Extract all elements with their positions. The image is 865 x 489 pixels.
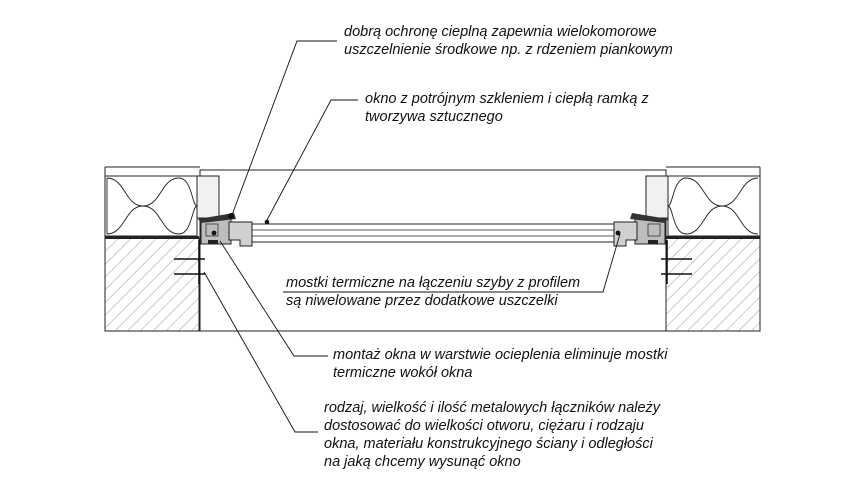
gasket-note-line-2: uszczelnienie środkowe np. z rdzeniem pi… — [344, 42, 673, 58]
leader-gasket — [231, 40, 337, 216]
left-glass-seal-dot — [211, 230, 217, 236]
left-gasket — [198, 213, 236, 223]
fasteners-note: rodzaj, wielkość i ilość metalowych łącz… — [324, 400, 664, 470]
fasteners-note-line-2: dostosować do wielkości otworu, ciężaru … — [324, 418, 644, 434]
glazing-note-line-1: okno z potrójnym szkleniem i ciepłą ramk… — [365, 91, 649, 107]
right-frame-chambers — [647, 223, 661, 237]
right-wool-strip — [645, 175, 669, 219]
right-masonry-wall — [665, 237, 761, 332]
mounting-note: montaż okna w warstwie ocieplenia elimin… — [333, 347, 671, 381]
right-insulation-layer — [667, 175, 761, 237]
right-seal-dark — [648, 240, 658, 244]
left-insulation-layer — [104, 175, 198, 237]
gasket-note-line-1: dobrą ochronę cieplną zapewnia wielokomo… — [344, 24, 657, 40]
fasteners-note-line-1: rodzaj, wielkość i ilość metalowych łącz… — [324, 400, 661, 416]
left-plaster-band — [105, 236, 199, 239]
left-wall — [104, 166, 220, 332]
left-insulation-waves — [106, 177, 198, 235]
left-masonry-wall — [104, 237, 200, 332]
right-mounting-anchors — [661, 240, 692, 284]
right-gasket — [630, 213, 668, 223]
leader-mounting — [219, 240, 328, 357]
leader-glazing — [266, 99, 358, 221]
glazing-note: okno z potrójnym szkleniem i ciepłą ramk… — [365, 91, 653, 125]
thermal-bridge-note-line-1: mostki termiczne na łączeniu szyby z pro… — [286, 275, 580, 291]
right-insulation-waves — [667, 177, 759, 235]
right-sash-profile — [613, 221, 638, 247]
right-glass-seal-dot — [615, 230, 621, 236]
leader-thermal-bridge — [283, 233, 621, 293]
left-mounting-anchors — [174, 240, 205, 284]
leader-fasteners — [203, 271, 318, 433]
window — [198, 213, 668, 247]
thermal-bridge-note-line-2: są niwelowane przez dodatkowe uszczelki — [286, 293, 558, 309]
left-frame-chambers — [205, 223, 219, 237]
triple-glazing — [251, 223, 615, 243]
mounting-note-line-1: montaż okna w warstwie ocieplenia elimin… — [333, 347, 668, 363]
gasket-note: dobrą ochronę cieplną zapewnia wielokomo… — [344, 24, 673, 58]
left-gasket-dot — [228, 213, 234, 219]
mounting-note-line-2: termiczne wokół okna — [333, 365, 472, 381]
right-wall — [645, 166, 761, 332]
leader-glazing-dot — [264, 219, 270, 225]
fasteners-note-line-4: na jaką chcemy wysunąć okno — [324, 454, 521, 470]
glazing-note-line-2: tworzywa sztucznego — [365, 109, 503, 125]
left-wool-strip — [196, 175, 220, 219]
thermal-bridge-note: mostki termiczne na łączeniu szyby z pro… — [286, 275, 584, 309]
left-seal-dark — [208, 240, 218, 244]
fasteners-note-line-3: okna, materiału konstrukcyjnego ściany i… — [324, 436, 654, 452]
left-sash-profile — [228, 221, 253, 247]
right-plaster-band — [666, 236, 760, 239]
